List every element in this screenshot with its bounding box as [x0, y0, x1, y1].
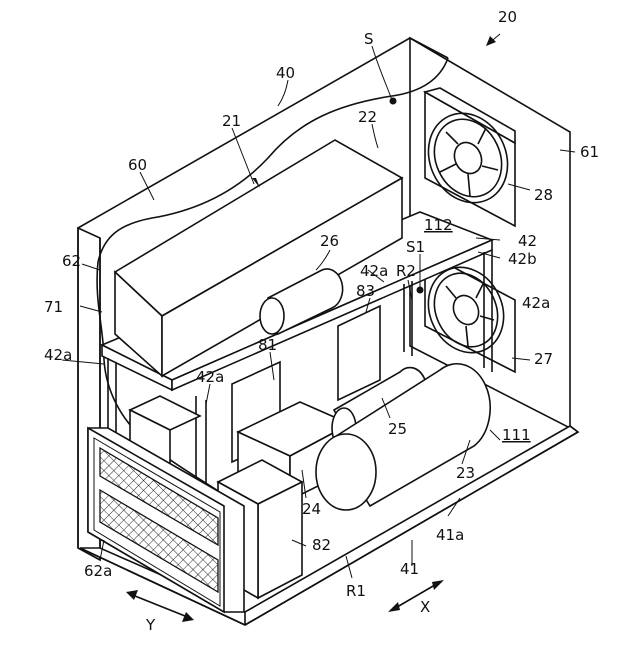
label-42a-left: 42a	[44, 346, 72, 364]
label-42a-right: 42a	[522, 294, 550, 312]
label-62: 62	[62, 252, 81, 270]
label-22: 22	[358, 108, 377, 126]
label-24: 24	[302, 500, 321, 518]
label-81: 81	[258, 336, 277, 354]
label-42a-center: 42a	[360, 262, 388, 280]
label-S: S	[364, 30, 374, 48]
label-71: 71	[44, 298, 63, 316]
label-42: 42	[518, 232, 537, 250]
label-41a: 41a	[436, 526, 464, 544]
label-28: 28	[534, 186, 553, 204]
label-27: 27	[534, 350, 553, 368]
label-Y: Y	[145, 616, 156, 634]
label-R1: R1	[346, 582, 366, 600]
label-41: 41	[400, 560, 419, 578]
x-axis-arrow	[388, 580, 444, 612]
label-83: 83	[356, 282, 375, 300]
label-111: 111	[502, 426, 531, 444]
label-X: X	[420, 598, 430, 616]
point-S	[390, 98, 397, 105]
label-S1: S1	[406, 238, 425, 256]
label-42b: 42b	[508, 250, 537, 268]
label-112: 112	[424, 216, 453, 234]
label-26: 26	[320, 232, 339, 250]
label-21: 21	[222, 112, 241, 130]
divider-83	[338, 306, 380, 400]
label-25: 25	[388, 420, 407, 438]
label-60: 60	[128, 156, 147, 174]
label-23: 23	[456, 464, 475, 482]
label-62a: 62a	[84, 562, 112, 580]
label-42a-mid: 42a	[196, 368, 224, 386]
label-82: 82	[312, 536, 331, 554]
label-R2: R2	[396, 262, 416, 280]
label-20: 20	[498, 8, 517, 26]
label-61: 61	[580, 143, 599, 161]
label-40: 40	[276, 64, 295, 82]
